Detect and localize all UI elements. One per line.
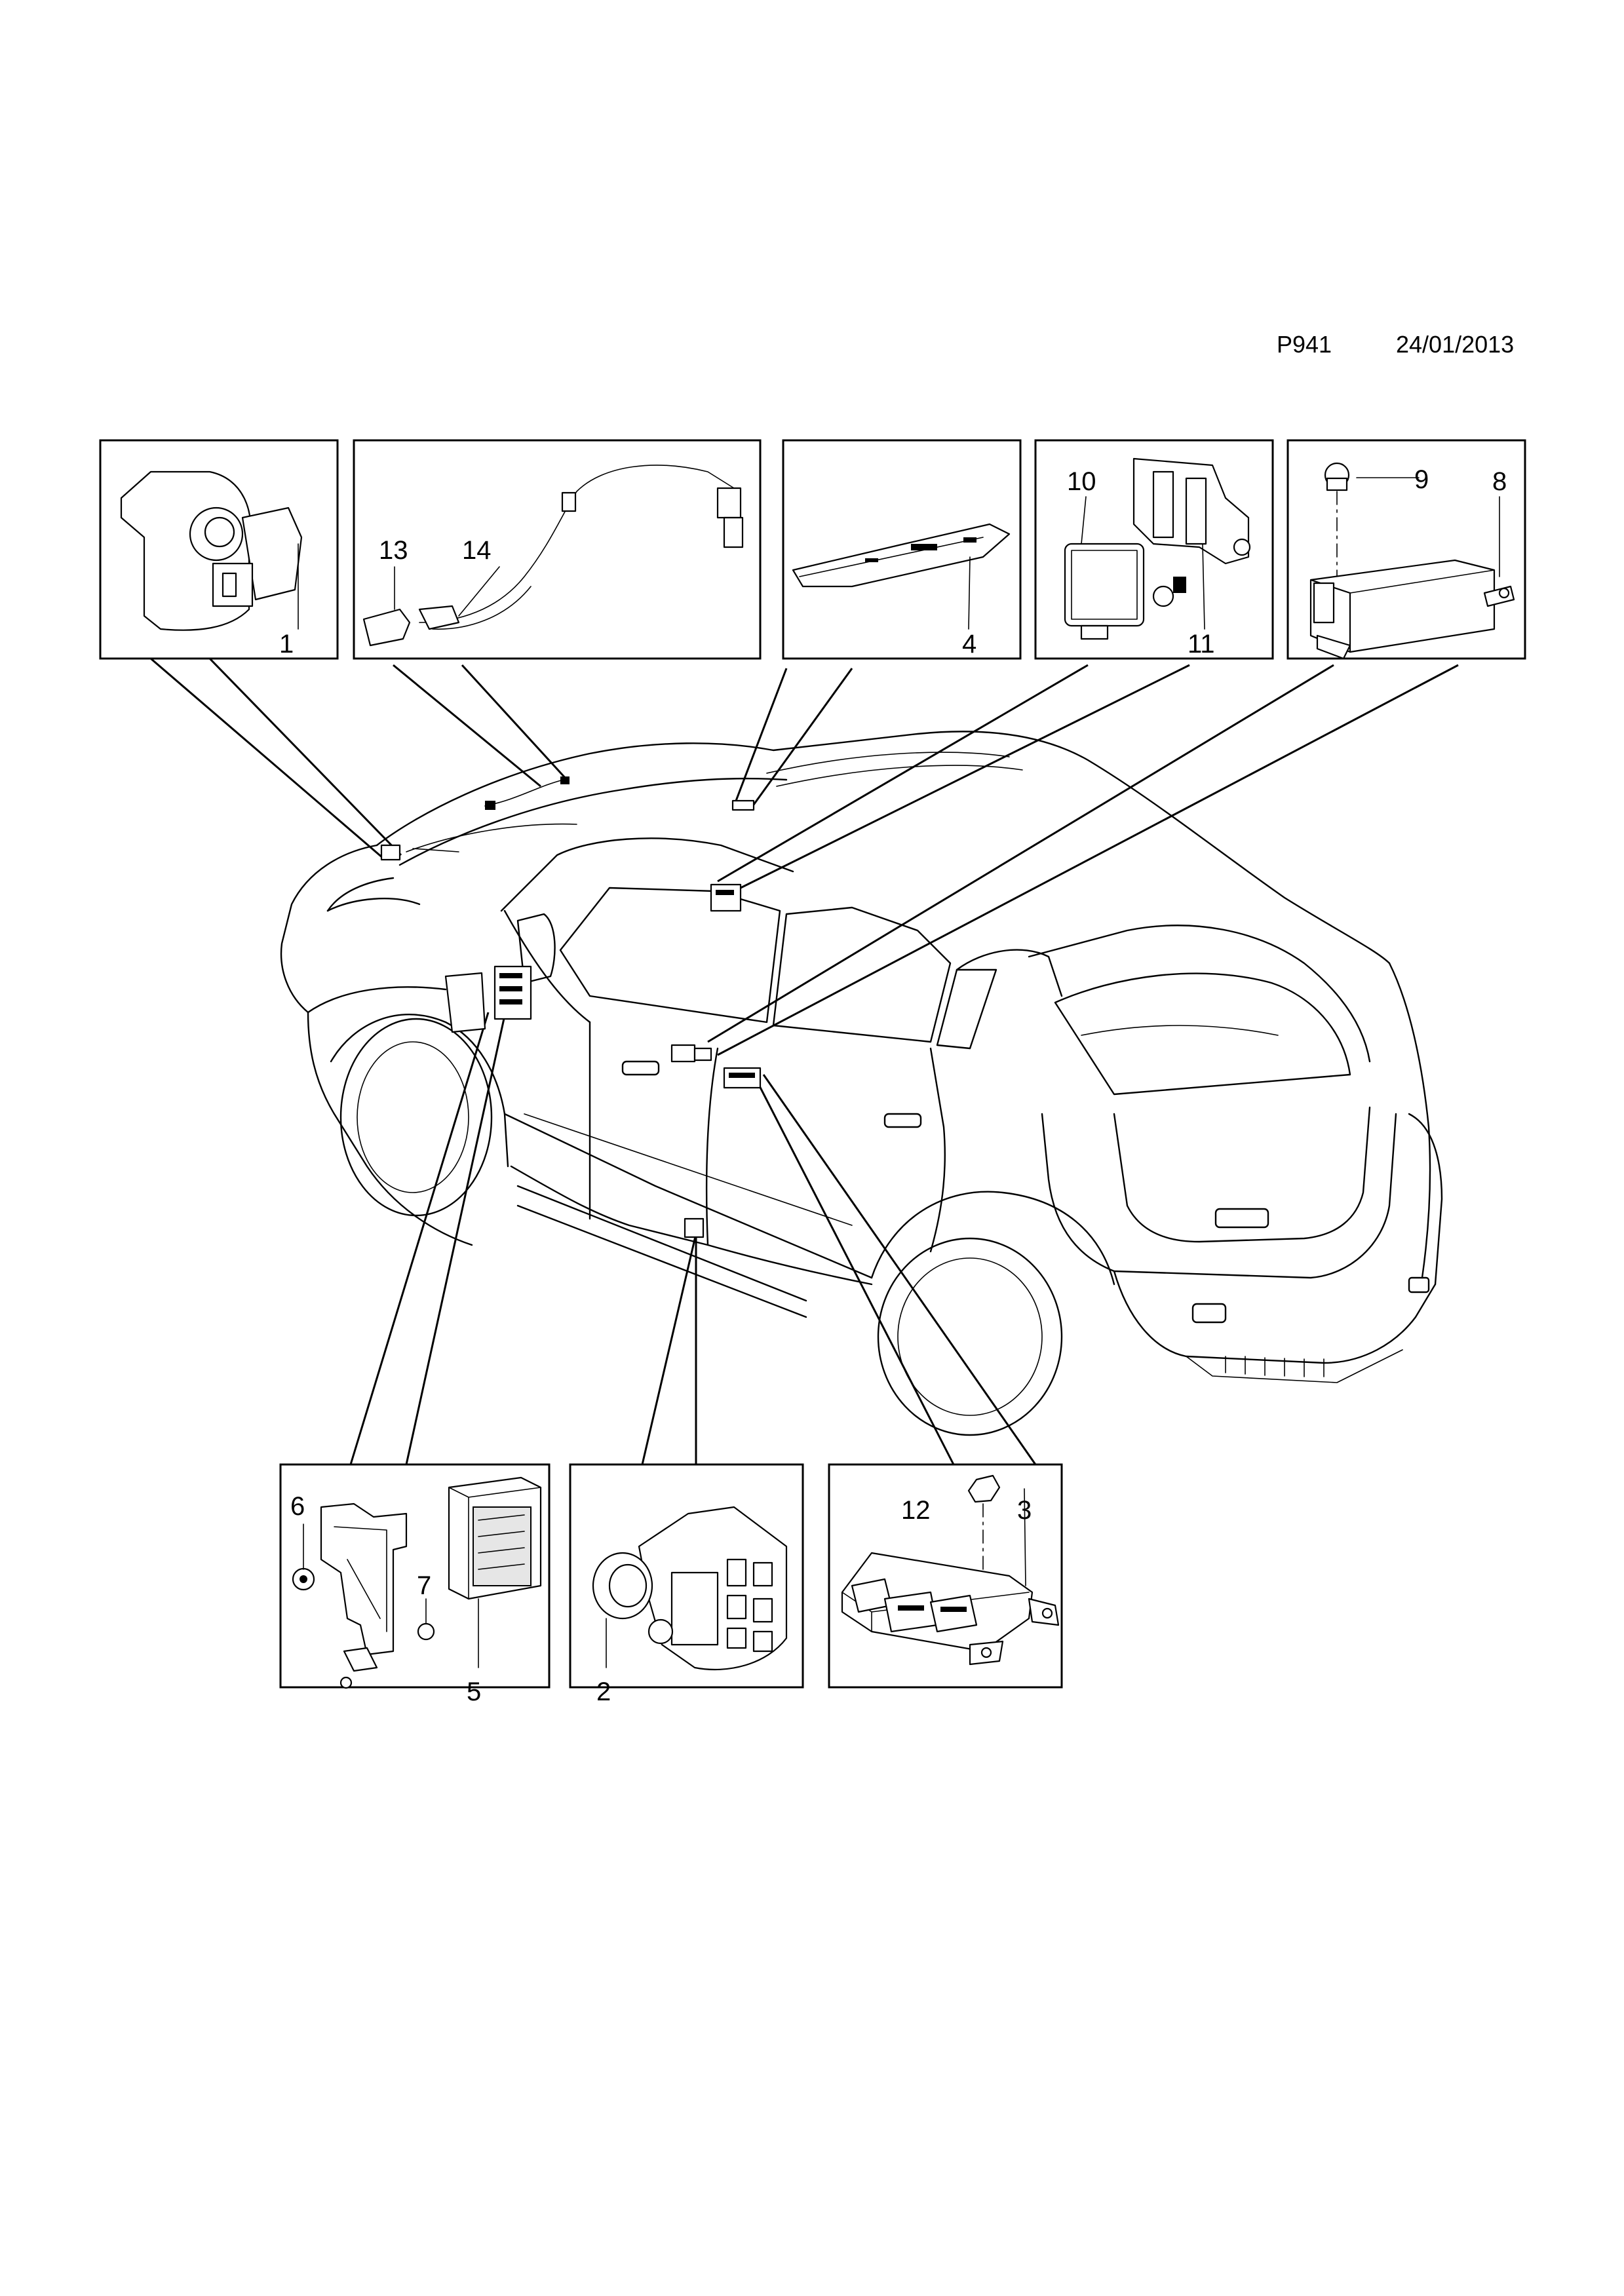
part-label-9: 9 [1414, 465, 1429, 494]
part-label-5: 5 [467, 1677, 481, 1706]
part-box-8-9: 9 8 [1286, 439, 1526, 660]
part-box-5-6-7: 6 7 5 [279, 1463, 551, 1706]
part-label-10: 10 [1067, 467, 1096, 496]
diagram-date: 24/01/2013 [1396, 331, 1515, 358]
diagram-code: P941 [1277, 331, 1332, 358]
part-label-3: 3 [1017, 1496, 1032, 1525]
part-label-2: 2 [596, 1677, 611, 1706]
part-box-3-12: 12 3 [828, 1463, 1063, 1689]
part-box-2: 2 [569, 1463, 804, 1706]
part-label-4: 4 [962, 630, 976, 659]
vehicle-parts [380, 776, 762, 1238]
part-label-14: 14 [462, 536, 492, 565]
part-box-13-14: 13 14 [353, 439, 762, 660]
vehicle-outline [280, 731, 1443, 1436]
part-label-13: 13 [379, 536, 408, 565]
part-box-10-11: 10 11 [1034, 439, 1274, 660]
part-box-1: 1 [99, 439, 339, 660]
part-label-11: 11 [1188, 630, 1215, 659]
part-label-7: 7 [417, 1571, 431, 1600]
part-label-1: 1 [279, 630, 294, 659]
part-label-6: 6 [290, 1492, 305, 1521]
part-box-4: 4 [782, 439, 1022, 660]
part-label-8: 8 [1492, 467, 1507, 496]
part-label-12: 12 [901, 1496, 931, 1525]
callout-lines [150, 657, 1459, 1465]
